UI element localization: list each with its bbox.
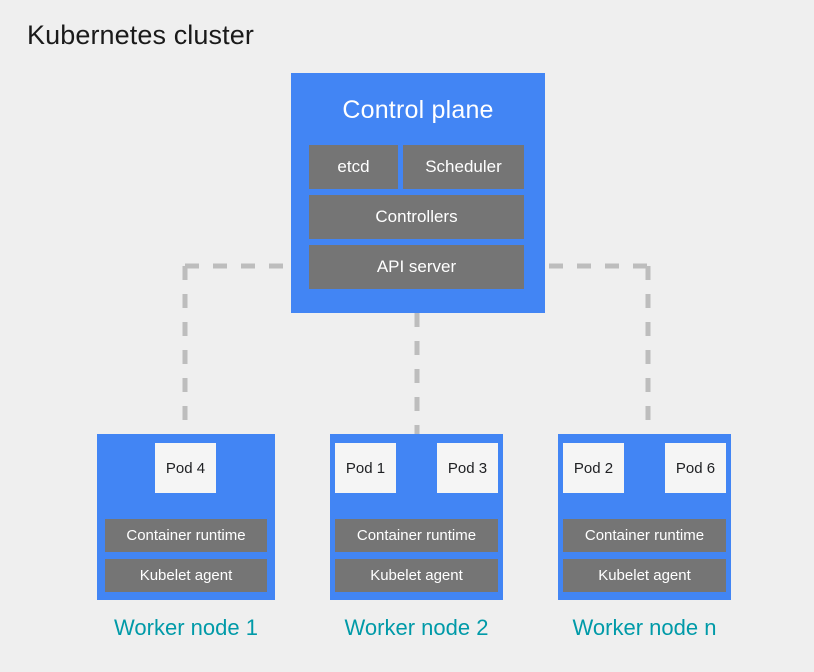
worker-node-2-box[interactable]: Pod 1 Pod 3 Container runtime Kubelet ag… <box>330 434 503 600</box>
worker-node-n-container-runtime[interactable]: Container runtime <box>563 519 726 552</box>
page-title: Kubernetes cluster <box>27 20 254 50</box>
pod-box[interactable]: Pod 1 <box>335 443 396 493</box>
worker-node-1-kubelet-agent[interactable]: Kubelet agent <box>105 559 267 592</box>
control-plane-component-api-server[interactable]: API server <box>309 245 524 289</box>
worker-node-1-box[interactable]: Pod 4 Container runtime Kubelet agent <box>97 434 275 600</box>
control-plane-title: Control plane <box>342 96 494 124</box>
worker-node-n-label: Worker node n <box>572 615 717 640</box>
control-plane-component-controllers[interactable]: Controllers <box>309 195 524 239</box>
pod-box[interactable]: Pod 4 <box>155 443 216 493</box>
pod-box[interactable]: Pod 6 <box>665 443 726 493</box>
worker-node-2-kubelet-agent[interactable]: Kubelet agent <box>335 559 498 592</box>
control-plane-component-etcd[interactable]: etcd <box>309 145 398 189</box>
worker-node-2-label: Worker node 2 <box>344 615 489 640</box>
worker-node-n-kubelet-agent[interactable]: Kubelet agent <box>563 559 726 592</box>
pod-box[interactable]: Pod 3 <box>437 443 498 493</box>
pod-box[interactable]: Pod 2 <box>563 443 624 493</box>
control-plane-component-scheduler[interactable]: Scheduler <box>403 145 524 189</box>
worker-node-n-box[interactable]: Pod 2 Pod 6 Container runtime Kubelet ag… <box>558 434 731 600</box>
worker-node-2-container-runtime[interactable]: Container runtime <box>335 519 498 552</box>
control-plane-box[interactable]: Control plane etcd Scheduler Controllers… <box>291 73 545 313</box>
worker-node-1-label: Worker node 1 <box>114 615 258 640</box>
worker-node-1-container-runtime[interactable]: Container runtime <box>105 519 267 552</box>
